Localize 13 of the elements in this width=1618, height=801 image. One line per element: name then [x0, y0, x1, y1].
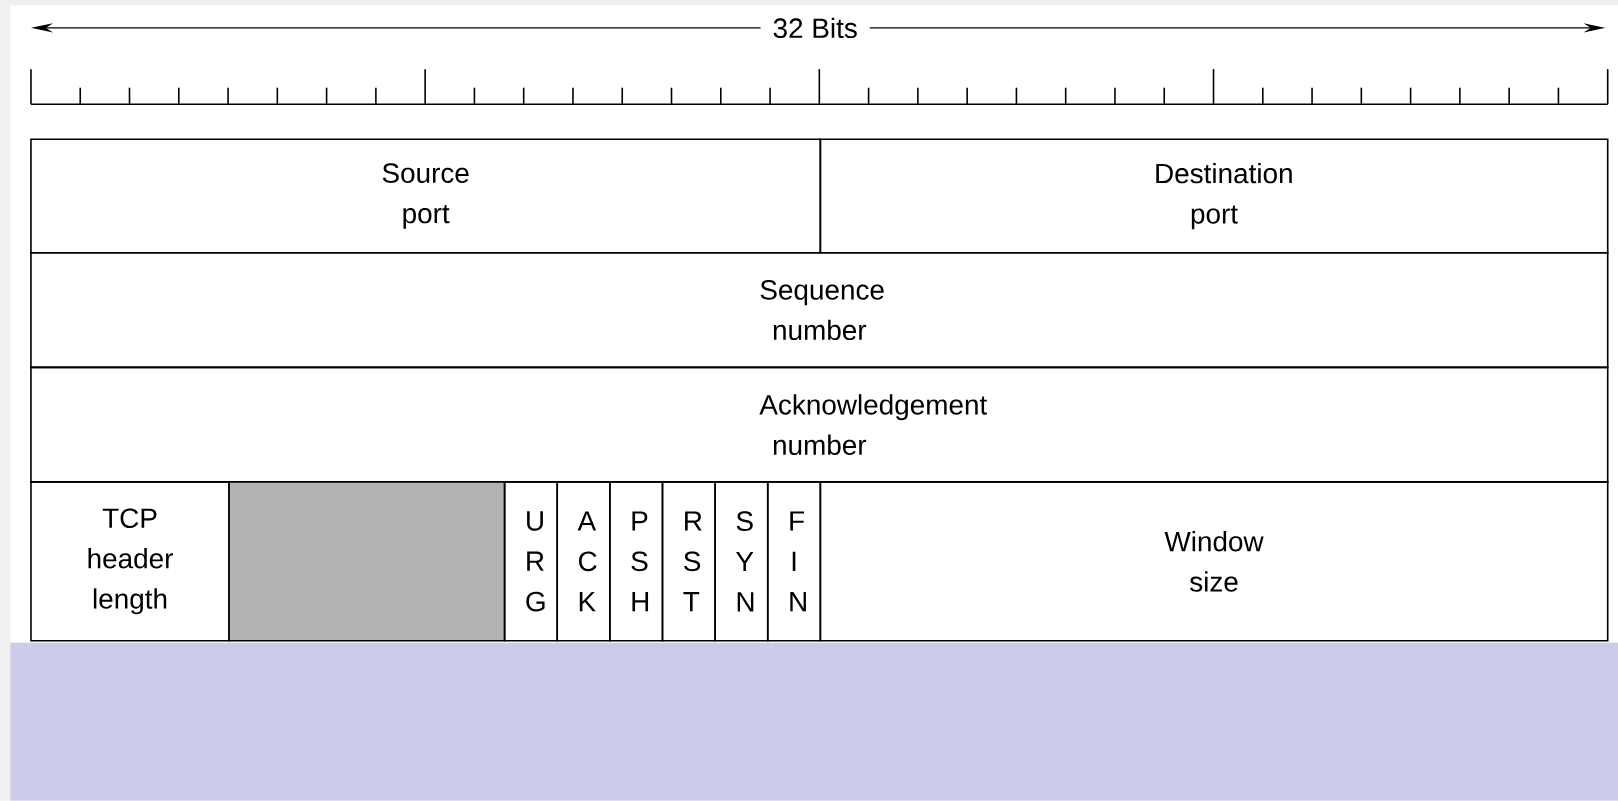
field-cell: Source port — [30, 138, 822, 254]
reserved-cell — [228, 481, 506, 642]
field-cell: Acknowledgement number — [30, 366, 1609, 483]
dimension-label: 32 Bits — [760, 15, 870, 41]
flag-cell: S Y N — [714, 481, 769, 642]
flag-cell: A C K — [556, 481, 611, 642]
field-cell: Sequence number — [30, 252, 1609, 369]
flag-cell: F I N — [766, 481, 822, 642]
flag-cell: P S H — [609, 481, 664, 642]
flag-cell: R S T — [661, 481, 716, 642]
field-cell: Destination port — [819, 138, 1609, 254]
flag-cell: U R G — [503, 481, 559, 642]
field-cell: Window size — [819, 481, 1609, 642]
